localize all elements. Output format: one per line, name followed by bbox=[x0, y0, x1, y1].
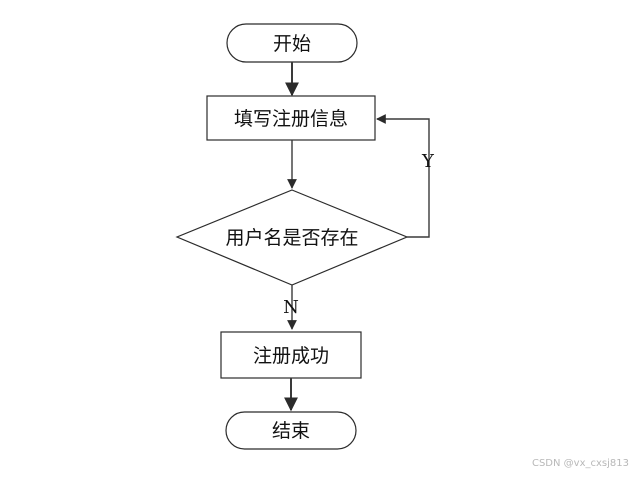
fill-info-node: 填写注册信息 bbox=[206, 95, 376, 141]
end-node-label: 结束 bbox=[272, 420, 310, 442]
fill-info-node-shape bbox=[206, 95, 376, 141]
success-node: 注册成功 bbox=[220, 331, 362, 379]
end-node-shape bbox=[225, 411, 357, 450]
decision-node: 用户名是否存在 bbox=[175, 189, 409, 286]
watermark-text: CSDN @vx_cxsj813 bbox=[531, 458, 629, 469]
end-node: 结束 bbox=[225, 411, 357, 450]
success-node-label: 注册成功 bbox=[253, 345, 329, 367]
no-branch-label: N bbox=[283, 297, 299, 318]
start-node-label: 开始 bbox=[273, 33, 311, 55]
yes-branch-label: Y bbox=[421, 151, 435, 172]
fill-info-node-label: 填写注册信息 bbox=[234, 108, 348, 130]
arrow-yes-loop bbox=[376, 114, 430, 238]
decision-node-label: 用户名是否存在 bbox=[225, 227, 358, 249]
start-node: 开始 bbox=[226, 23, 358, 63]
